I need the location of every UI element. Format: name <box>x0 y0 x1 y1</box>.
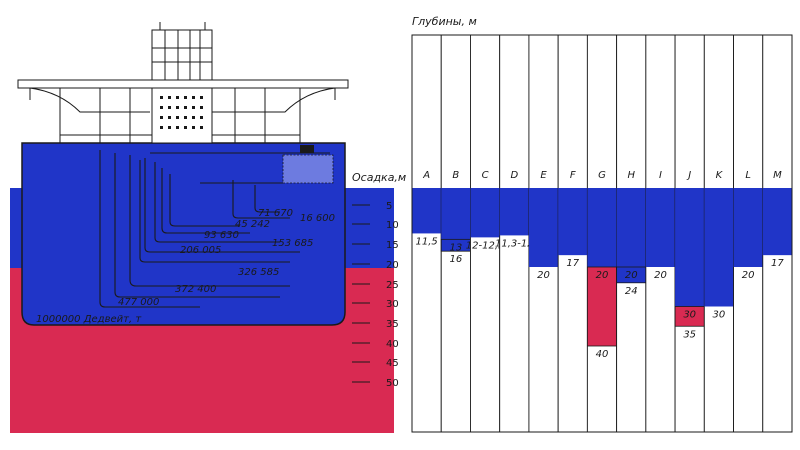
deadweight-71670: 71 670 <box>258 208 293 219</box>
ship-superstructure <box>17 22 349 144</box>
ship-panel: Осадка,м 5 10 15 20 25 30 35 40 45 50 16… <box>10 22 406 433</box>
deadweight-326585: 326 585 <box>238 267 279 278</box>
depth-bar-i <box>645 188 676 267</box>
column-label-g: G <box>598 170 606 181</box>
draft-tick-35: 35 <box>386 319 399 330</box>
draft-tick-45: 45 <box>386 358 399 369</box>
depth-label-f: 17 <box>566 258 579 269</box>
column-label-e: E <box>540 170 547 181</box>
deadweight-153685: 153 685 <box>272 238 313 249</box>
depth-bar-h <box>616 188 646 267</box>
hull-marker <box>300 145 314 153</box>
draft-tick-50: 50 <box>386 378 399 389</box>
depth-label-e: 20 <box>537 270 550 281</box>
deadweight-labels: 16 600 71 670 45 242 93 630 153 685 206 … <box>36 208 335 325</box>
column-label-b: B <box>452 170 459 181</box>
extra-depth-label-g: 40 <box>596 349 609 360</box>
extra-depth-label-h: 24 <box>625 286 638 297</box>
deadweight-16600: 16 600 <box>300 213 335 224</box>
depth-label-g: 20 <box>596 270 609 281</box>
draft-tick-30: 30 <box>386 299 399 310</box>
depth-bar-f <box>558 188 588 256</box>
depth-label-m: 17 <box>771 258 784 269</box>
column-label-d: D <box>510 170 518 181</box>
depth-bar-e <box>528 188 559 267</box>
depth-label-d: 11,3-12 <box>495 238 534 249</box>
extra-depth-label-j: 35 <box>683 329 696 340</box>
extra-depth-label-b: 16 <box>449 254 462 265</box>
draft-tick-10: 10 <box>386 220 399 231</box>
deadweight-477000: 477 000 <box>118 297 159 308</box>
smallest-hull-hatched <box>282 154 334 184</box>
deadweight-1000000: 1000000 Дедвейт, т <box>36 314 142 325</box>
depth-label-i: 20 <box>654 270 667 281</box>
depth-label-c: 12-12,5 <box>466 240 505 251</box>
columns-border <box>411 34 793 433</box>
draft-axis-label: Осадка,м <box>352 171 406 184</box>
extra-depth-bar-g <box>586 266 618 347</box>
deadweight-206005: 206 005 <box>180 245 221 256</box>
depth-bar-d <box>499 188 529 236</box>
draft-scale-labels: 5 10 15 20 25 30 35 40 45 50 <box>386 201 399 389</box>
depth-label-b: 13 <box>449 242 462 253</box>
depth-label-h: 20 <box>625 270 638 281</box>
depth-bar-j <box>675 188 705 307</box>
column-label-h: H <box>627 170 635 181</box>
draft-tick-40: 40 <box>386 339 399 350</box>
deadweight-93630: 93 630 <box>204 230 239 241</box>
column-label-k: K <box>716 170 724 181</box>
depth-bar-m <box>762 188 792 256</box>
column-label-j: J <box>686 170 691 181</box>
depth-bar-k <box>704 188 734 307</box>
depth-bar-l <box>733 188 763 267</box>
column-label-c: C <box>482 170 489 181</box>
deadweight-372400: 372 400 <box>175 284 216 295</box>
column-label-a: A <box>422 170 430 181</box>
draft-tick-5: 5 <box>386 201 392 212</box>
column-a <box>411 34 442 433</box>
depth-label-j: 30 <box>683 310 696 321</box>
depth-label-a: 11,5 <box>415 236 437 247</box>
column-label-i: I <box>659 170 662 181</box>
hull-outlines <box>99 150 330 308</box>
draft-scale <box>352 204 370 383</box>
depth-bar-c <box>470 188 500 238</box>
draft-tick-20: 20 <box>386 260 399 271</box>
column-label-l: L <box>745 170 751 181</box>
superstructure-windows <box>160 96 203 129</box>
column-label-m: M <box>773 170 782 181</box>
depth-label-k: 30 <box>713 310 726 321</box>
column-label-f: F <box>570 170 576 181</box>
tanker-hull <box>21 142 346 326</box>
draft-tick-15: 15 <box>386 240 399 251</box>
depth-bar-a <box>412 188 442 234</box>
depth-bar-b <box>441 188 471 240</box>
depth-label-l: 20 <box>742 270 755 281</box>
draft-tick-25: 25 <box>386 280 399 291</box>
depth-bar-g <box>587 188 617 267</box>
deadweight-45242: 45 242 <box>235 219 270 230</box>
depths-title: Глубины, м <box>412 15 477 28</box>
